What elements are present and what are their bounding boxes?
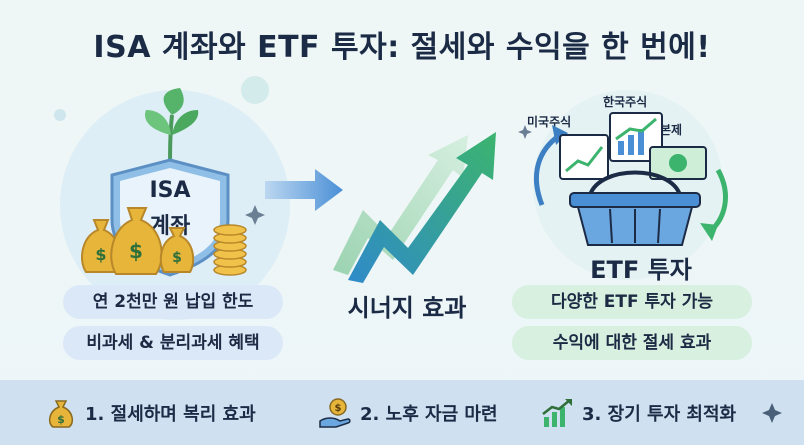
page-title: ISA 계좌와 ETF 투자: 절세와 수익을 한 번에! [93, 30, 711, 65]
bottom-label-2: 2. 노후 자금 마련 [360, 404, 498, 425]
etf-basket-icon [533, 112, 728, 246]
isa-benefit-limit: 연 2천만 원 납입 한도 [63, 285, 283, 319]
synergy-label: 시너지 효과 [347, 294, 467, 322]
growth-chart-icon [542, 399, 572, 427]
money-bags-icon: $ $ $ [81, 207, 247, 276]
bottom-item-retirement: $ 2. 노후 자금 마련 [318, 397, 498, 429]
money-bag-icon: $ [48, 400, 74, 428]
asset-label-bond: 본제 [660, 123, 683, 137]
svg-text:$: $ [129, 239, 143, 263]
bottom-item-compound: $ 1. 절세하며 복리 효과 [45, 397, 256, 429]
hand-coin-icon: $ [319, 398, 351, 428]
svg-text:$: $ [172, 250, 182, 266]
bottom-label-1: 1. 절세하며 복리 효과 [85, 404, 256, 425]
shield-line1: ISA [149, 178, 191, 203]
svg-text:$: $ [335, 403, 342, 414]
bottom-item-longterm: 3. 장기 투자 최적화 [540, 397, 736, 429]
asset-label-us: 미국주식 [527, 115, 572, 129]
sparkle-icon [762, 403, 782, 423]
svg-text:$: $ [57, 413, 65, 426]
asset-label-kr: 한국주식 [603, 95, 648, 109]
svg-text:$: $ [95, 245, 106, 264]
etf-benefit-tax: 수익에 대한 절세 효과 [512, 326, 752, 360]
bottom-label-3: 3. 장기 투자 최적화 [582, 404, 737, 425]
bottom-bar [0, 380, 804, 445]
right-arrow-icon [265, 169, 343, 211]
isa-benefit-tax: 비과세 & 분리과세 혜택 [63, 326, 283, 360]
etf-benefit-variety: 다양한 ETF 투자 가능 [512, 285, 752, 319]
etf-label: ETF 투자 [590, 256, 692, 284]
growth-arrows-icon [333, 132, 496, 283]
